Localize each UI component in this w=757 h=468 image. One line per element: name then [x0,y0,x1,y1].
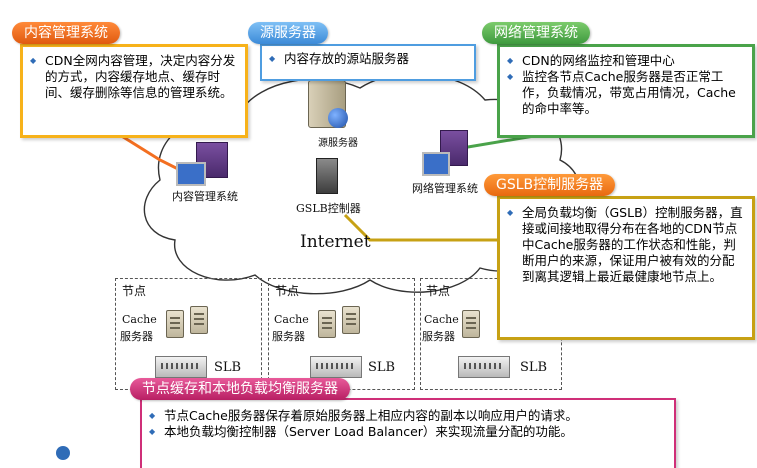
slb-label: SLB [520,360,548,375]
network-mgmt-system-label: 网络管理系统 [412,182,478,195]
content-mgmt-callout: CDN全网内容管理，决定内容分发的方式，内容缓存地点、缓存时间、缓存删除等信息的… [20,44,248,138]
cache-server-icon [166,310,184,338]
gslb-controller-label: GSLB控制器 [296,202,361,215]
partial-circle-icon [56,446,70,460]
node-label: 节点 [275,284,300,298]
origin-item: 内容存放的源站服务器 [268,51,468,67]
slb-label: SLB [368,360,396,375]
node-cache-callout: 节点Cache服务器保存着原始服务器上相应内容的副本以响应用户的请求。 本地负载… [140,398,676,468]
cache-server-icon [190,306,208,334]
gslb-callout: 全局负载均衡（GSLB）控制服务器，直接或间接地取得分布在各地的CDN节点中Ca… [497,196,755,340]
node-cache-title: 节点缓存和本地负载均衡服务器 [130,378,350,400]
cache-server-icon [342,306,360,334]
origin-callout: 内容存放的源站服务器 [260,44,476,81]
gslb-item: 全局负载均衡（GSLB）控制服务器，直接或间接地取得分布在各地的CDN节点中Ca… [506,205,746,285]
node-cache-item: 本地负载均衡控制器（Server Load Balancer）来实现流量分配的功… [148,424,668,440]
node-label: 节点 [122,284,147,298]
cache-label: Cache [122,313,157,326]
cache-server-icon [318,310,336,338]
slb-label: SLB [214,360,242,375]
network-mgmt-callout: CDN的网络监控和管理中心 监控各节点Cache服务器是否正常工作，负载情况，带… [497,44,755,138]
content-mgmt-monitor-icon [176,162,206,186]
cache-label: Cache [424,313,459,326]
origin-title: 源服务器 [248,22,328,44]
network-mgmt-item: 监控各节点Cache服务器是否正常工作，负载情况，带宽占用情况，Cache的命中… [506,69,746,117]
network-mgmt-title: 网络管理系统 [482,22,590,44]
origin-server-label: 源服务器 [318,138,358,149]
content-mgmt-item: CDN全网内容管理，决定内容分发的方式，内容缓存地点、缓存时间、缓存删除等信息的… [29,53,239,101]
origin-globe-icon [328,108,348,128]
slb-device-icon [458,356,510,378]
cache-server-label: 服务器 [272,330,305,343]
cache-label: Cache [274,313,309,326]
cache-server-icon [462,310,480,338]
content-mgmt-title: 内容管理系统 [12,22,120,44]
cache-server-label: 服务器 [120,330,153,343]
slb-device-icon [155,356,207,378]
slb-device-icon [310,356,362,378]
gslb-server-icon [316,158,338,194]
internet-label: Internet [300,232,371,252]
gslb-title: GSLB控制服务器 [484,174,616,196]
network-mgmt-item: CDN的网络监控和管理中心 [506,53,746,69]
node-label: 节点 [426,284,451,298]
network-mgmt-monitor-icon [422,152,450,176]
cache-server-label: 服务器 [422,330,455,343]
content-mgmt-system-label: 内容管理系统 [172,190,238,203]
node-cache-item: 节点Cache服务器保存着原始服务器上相应内容的副本以响应用户的请求。 [148,408,668,424]
